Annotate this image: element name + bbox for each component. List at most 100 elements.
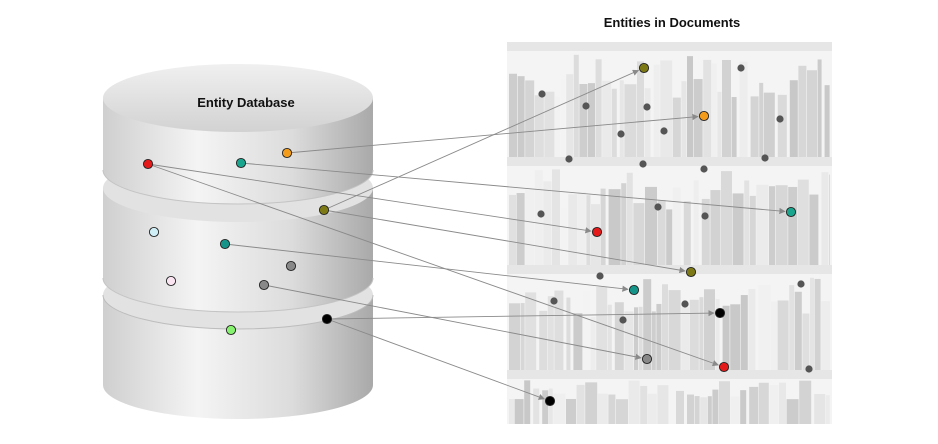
book: [656, 303, 662, 370]
book: [600, 188, 606, 265]
book: [769, 385, 779, 424]
book: [539, 310, 548, 370]
book: [657, 385, 669, 424]
database-title: Entity Database: [197, 95, 295, 110]
book: [553, 393, 566, 424]
link-arrows: [147, 69, 786, 400]
document-entity-red: [591, 226, 603, 238]
book: [544, 91, 555, 157]
link-arrow: [240, 162, 786, 215]
book: [809, 194, 819, 265]
book: [653, 64, 660, 157]
document-entity-gray: [641, 353, 653, 365]
background-entity-dot: [700, 165, 708, 173]
book: [683, 201, 691, 265]
book: [672, 187, 681, 265]
book: [542, 390, 549, 424]
book: [597, 393, 608, 424]
book: [722, 59, 731, 157]
book: [740, 390, 747, 424]
link-arrow: [326, 318, 545, 400]
database-entity-olive: [318, 204, 330, 216]
book: [560, 207, 568, 265]
database-entity-teal-2: [219, 238, 231, 250]
book: [611, 88, 617, 157]
database-entity-gray-2: [285, 260, 297, 272]
link-arrow: [323, 209, 686, 274]
book: [560, 78, 566, 157]
book: [715, 298, 720, 370]
book: [802, 313, 810, 370]
book: [821, 172, 829, 265]
book: [552, 169, 560, 265]
document-entity-olive: [638, 62, 650, 74]
book: [758, 284, 771, 370]
book: [730, 396, 740, 424]
book: [619, 80, 624, 157]
book: [707, 396, 712, 424]
book: [624, 84, 637, 157]
database-cylinder: Entity Database: [102, 64, 374, 419]
background-entity-dot: [701, 212, 709, 220]
book: [576, 384, 585, 424]
book: [607, 304, 612, 370]
document-entity-black: [544, 395, 556, 407]
book: [759, 82, 764, 157]
book: [779, 382, 786, 424]
book: [662, 284, 668, 370]
background-entity-dot: [617, 130, 625, 138]
document-entity-orange: [698, 110, 710, 122]
background-entity-dot: [596, 272, 604, 280]
document-entity-olive: [685, 266, 697, 278]
book: [710, 190, 721, 265]
background-entity-dot: [639, 160, 647, 168]
book: [520, 303, 525, 370]
book: [524, 380, 531, 424]
book: [701, 198, 710, 265]
book: [810, 277, 814, 370]
book: [644, 88, 651, 157]
background-entity-dot: [660, 127, 668, 135]
book: [509, 73, 517, 157]
book: [719, 381, 730, 424]
book: [814, 393, 826, 424]
book: [568, 194, 578, 265]
link-arrow: [147, 163, 592, 234]
background-entity-dot: [538, 90, 546, 98]
background-entity-dot: [654, 203, 662, 211]
book: [608, 394, 616, 424]
book: [566, 74, 574, 157]
book: [794, 291, 802, 370]
book: [829, 174, 830, 265]
book: [712, 389, 719, 424]
book: [775, 185, 788, 265]
background-entity-dots: [537, 64, 813, 373]
book: [694, 396, 700, 424]
book: [666, 209, 673, 265]
background-entity-dot: [737, 64, 745, 72]
book: [777, 300, 789, 370]
book: [566, 297, 571, 370]
background-entity-dot: [805, 365, 813, 373]
book: [608, 189, 621, 265]
book: [676, 390, 684, 424]
book: [817, 59, 822, 157]
link-arrow: [323, 69, 640, 211]
book: [657, 200, 666, 265]
book: [573, 313, 583, 370]
book: [579, 83, 588, 157]
bookshelf-image: [507, 42, 832, 424]
book: [821, 301, 830, 370]
database-entity-teal-1: [235, 157, 247, 169]
background-entity-dot: [761, 154, 769, 162]
document-entity-red: [718, 361, 730, 373]
book: [634, 307, 638, 370]
background-entity-dot: [537, 210, 545, 218]
background-entity-dot: [776, 115, 784, 123]
book: [525, 292, 537, 370]
book: [516, 193, 525, 265]
book: [740, 295, 748, 370]
book: [583, 290, 590, 370]
book: [681, 307, 690, 370]
